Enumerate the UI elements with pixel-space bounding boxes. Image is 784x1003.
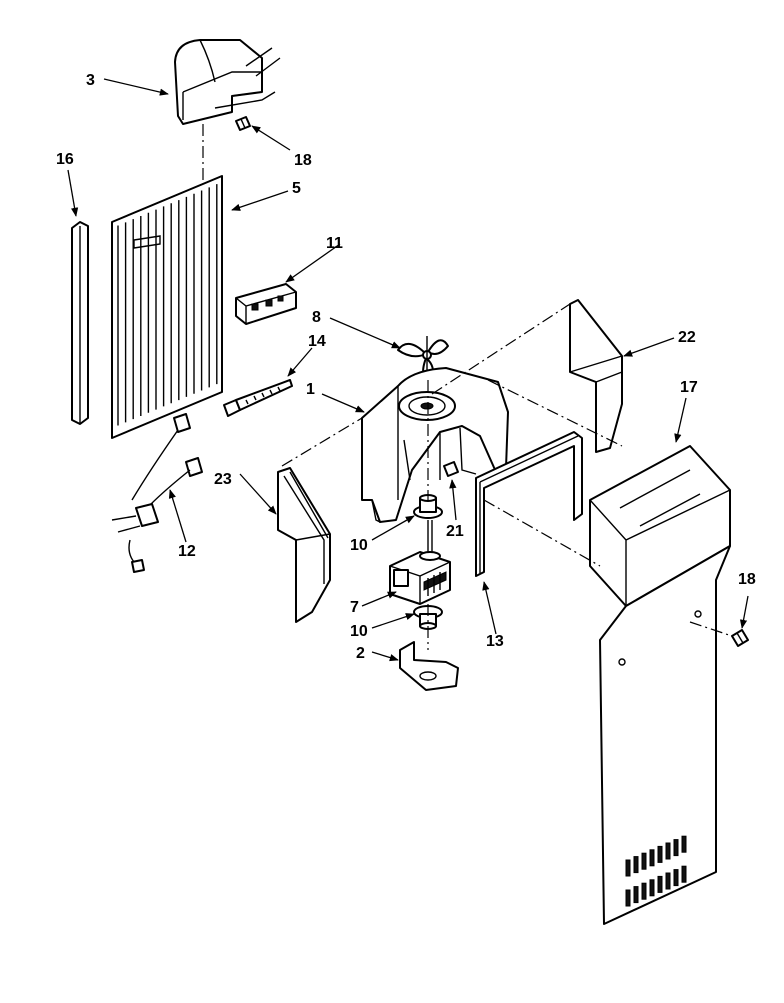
vent-slot [633,856,639,874]
vent-slot [665,872,671,890]
part-5-evaporator-panel [111,175,223,439]
vent-slot [625,889,631,907]
part-16-strip [71,221,89,425]
part-3-duct-cover [174,39,281,125]
vent-slot [665,842,671,860]
vent-slot [657,845,663,863]
part-23-side-panel [277,467,331,623]
callout-17: 17 [680,379,698,396]
part-17-rear-cover [589,445,731,925]
callout-23: 23 [214,471,232,488]
vent-slot [681,865,687,883]
callout-11: 11 [326,235,343,252]
callout-14: 14 [308,333,326,350]
vent-slot [649,879,655,897]
callout-21: 21 [446,523,464,540]
callout-18: 18 [294,152,312,169]
callout-18b: 18 [738,571,756,588]
part-18-screw-right [731,629,749,647]
vent-slot [641,882,647,900]
part-2-motor-bracket [399,641,459,691]
vent-slot [681,835,687,853]
vent-slot [657,875,663,893]
part-13-u-channel [475,431,583,577]
callout-8: 8 [312,309,321,326]
callout-3: 3 [86,72,95,89]
callout-5: 5 [292,180,301,197]
vent-slot [649,849,655,867]
callout-10: 10 [350,537,368,554]
callout-22: 22 [678,329,696,346]
vent-slot [673,869,679,887]
callout-1: 1 [306,381,315,398]
part-21-screw [443,461,459,477]
part-18-screw-top [235,116,251,131]
callout-2: 2 [356,645,365,662]
motor-shaft [427,520,433,556]
part-14-long-screw [223,379,293,417]
part-12-wire-harness [111,413,203,573]
vent-slot [641,852,647,870]
part-1-fan-housing [361,367,509,523]
callout-13: 13 [486,633,504,650]
vent-slot [633,886,639,904]
leader-lines [67,78,749,662]
part-11-bracket [235,283,297,325]
assembly-lines [202,124,733,650]
callout-16: 16 [56,151,74,168]
vent-slot [673,839,679,857]
callout-10b: 10 [350,623,368,640]
part-7-fan-motor [389,551,451,605]
callout-7: 7 [350,599,359,616]
part-10-grommet-upper [413,494,443,519]
callout-12: 12 [178,543,196,560]
vent-slot [625,859,631,877]
part-22-side-panel [569,299,623,453]
callout-labels: 3 18 16 5 11 8 22 14 1 17 23 21 10 12 7 … [56,72,756,662]
